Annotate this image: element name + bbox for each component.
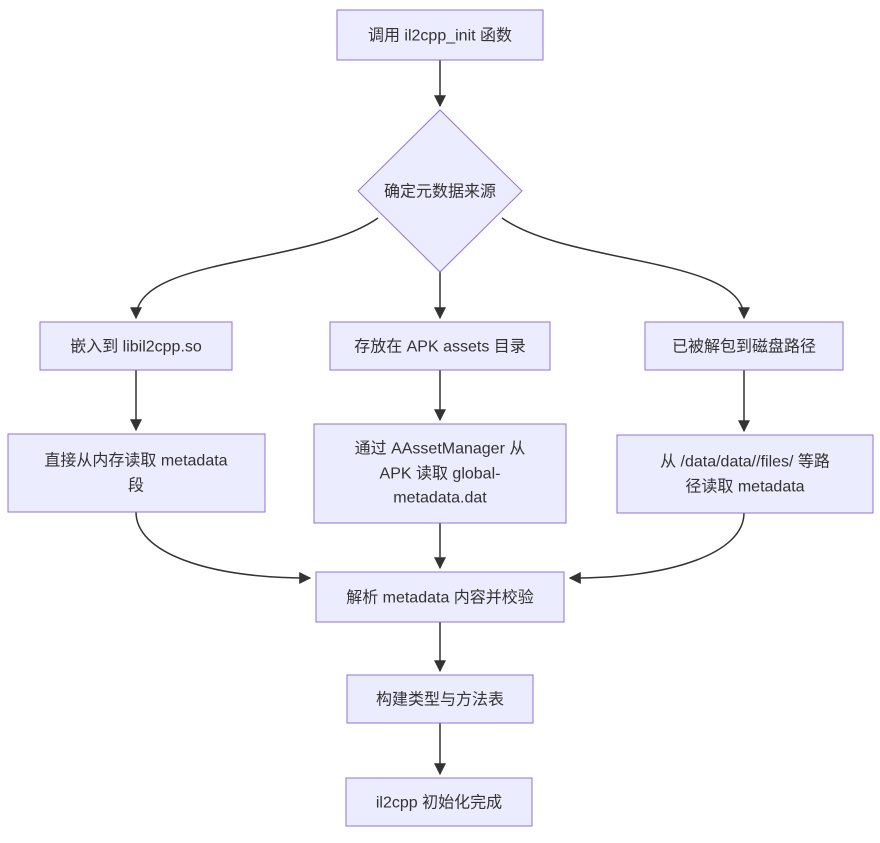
- edge-decision-unpacked: [501, 217, 750, 320]
- node-embedded: 嵌入到 libil2cpp.so: [39, 321, 233, 371]
- node-disk-read-label-line1: 从 /data/data//files/ 等路: [660, 453, 830, 471]
- node-unpacked: 已被解包到磁盘路径: [644, 321, 844, 371]
- node-embedded-shape: [39, 321, 233, 371]
- node-disk-read-label-line2: 径读取 metadata: [685, 478, 804, 496]
- node-aasset-read-label-line3: metadata.dat: [393, 490, 487, 507]
- node-aasset-read-label-line2: APK 读取 global-: [380, 465, 501, 483]
- edge-decision-embedded: [130, 217, 379, 320]
- node-start-label: 调用 il2cpp_init 函数: [368, 27, 512, 45]
- node-done-shape: [345, 777, 533, 827]
- node-decision-label: 确定元数据来源: [384, 183, 496, 201]
- nodes-layer: 调用 il2cpp_init 函数 确定元数据来源 嵌入到 libil2cpp.…: [7, 9, 874, 827]
- edges-layer: [130, 60, 750, 776]
- node-aasset-read-shape: [313, 423, 567, 524]
- node-disk-read: 从 /data/data//files/ 等路 径读取 metadata: [616, 434, 874, 514]
- node-apk-assets-shape: [329, 321, 551, 371]
- node-embedded-label: 嵌入到 libil2cpp.so: [70, 338, 202, 356]
- node-mem-read-shape: [7, 433, 266, 513]
- node-build: 构建类型与方法表: [346, 674, 534, 724]
- node-mem-read-label-line1: 直接从内存读取 metadata: [44, 452, 227, 470]
- node-apk-assets-label: 存放在 APK assets 目录: [354, 338, 526, 356]
- node-aasset-read-label-line1: 通过 AAssetManager 从: [355, 440, 526, 458]
- node-disk-read-shape: [616, 434, 874, 514]
- node-done: il2cpp 初始化完成: [345, 777, 533, 827]
- node-decision: 确定元数据来源: [357, 109, 523, 273]
- node-decision-shape: [357, 109, 523, 273]
- node-build-label: 构建类型与方法表: [376, 691, 504, 709]
- node-aasset-read: 通过 AAssetManager 从 APK 读取 global- metada…: [313, 423, 567, 524]
- node-mem-read: 直接从内存读取 metadata 段: [7, 433, 266, 513]
- node-mem-read-label-line2: 段: [128, 477, 144, 495]
- node-done-label: il2cpp 初始化完成: [376, 794, 502, 812]
- edge-mem-read-parse: [135, 511, 312, 584]
- node-start: 调用 il2cpp_init 函数: [336, 9, 544, 61]
- node-unpacked-shape: [644, 321, 844, 371]
- node-apk-assets: 存放在 APK assets 目录: [329, 321, 551, 371]
- node-start-shape: [336, 9, 544, 61]
- node-unpacked-label: 已被解包到磁盘路径: [672, 337, 816, 356]
- node-parse-label: 解析 metadata 内容并校验: [346, 589, 534, 607]
- node-parse-shape: [315, 571, 565, 623]
- node-parse: 解析 metadata 内容并校验: [315, 571, 565, 623]
- node-build-shape: [346, 674, 534, 724]
- edge-disk-read-parse: [568, 512, 745, 584]
